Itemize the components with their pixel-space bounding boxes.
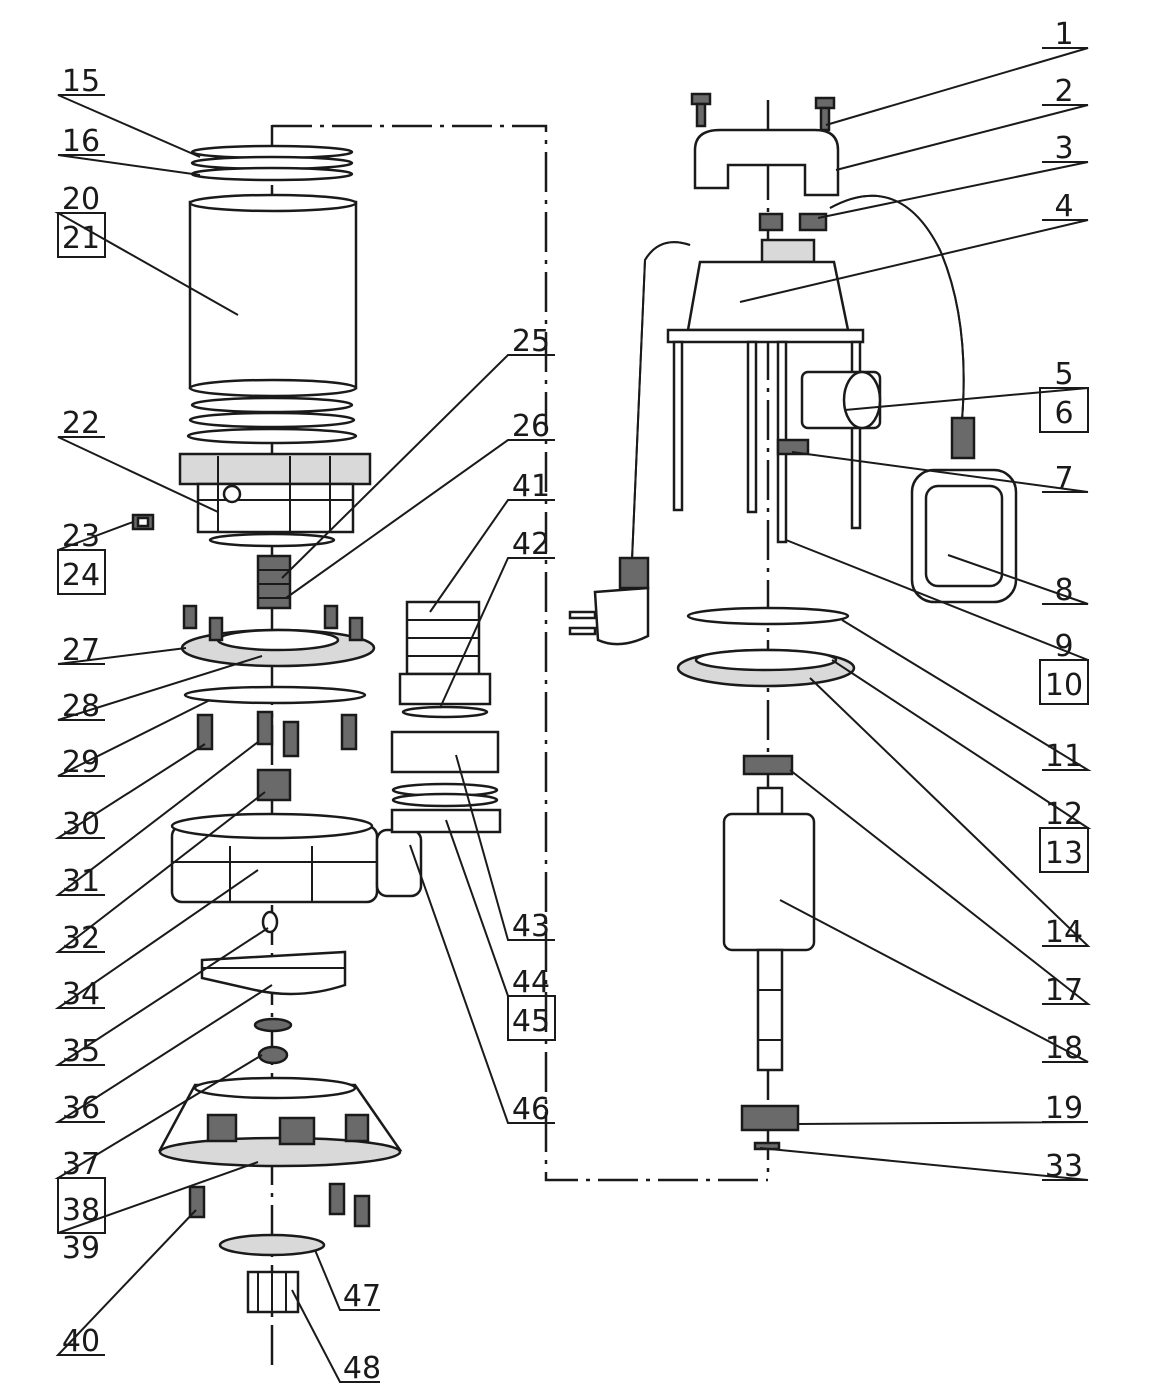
bearing-seat-12-13 [676, 648, 856, 688]
cable-glands-3 [758, 212, 828, 232]
label-17: 17 [1045, 973, 1083, 1008]
seal-rings-15-16 [190, 144, 354, 182]
label-13: 13 [1045, 836, 1083, 871]
label-34: 34 [62, 977, 100, 1012]
label-35: 35 [62, 1034, 100, 1069]
label-12: 12 [1045, 797, 1083, 832]
label-9: 9 [1054, 629, 1073, 664]
capacitor-5-6 [800, 370, 882, 430]
label-36: 36 [62, 1091, 100, 1126]
motor-housing-20 [188, 193, 358, 398]
label-47: 47 [343, 1279, 381, 1314]
pump-base-38-39 [157, 1076, 403, 1168]
label-41: 41 [512, 469, 550, 504]
top-cover-4 [666, 238, 865, 344]
strainer-47-48 [218, 1233, 326, 1314]
label-16: 16 [62, 124, 100, 159]
label-42: 42 [512, 527, 550, 562]
power-cable-and-plug [568, 241, 691, 646]
pump-cover-22 [178, 452, 372, 548]
label-7: 7 [1054, 461, 1073, 496]
label-21: 21 [62, 221, 100, 256]
label-23: 23 [62, 519, 100, 554]
label-20: 20 [62, 182, 100, 217]
label-40: 40 [62, 1324, 100, 1359]
label-10: 10 [1045, 668, 1083, 703]
o-ring-11 [686, 606, 850, 626]
bearing-17 [742, 754, 794, 776]
bearing-19 [740, 1104, 800, 1132]
label-22: 22 [62, 406, 100, 441]
label-45: 45 [512, 1004, 550, 1039]
float-switch-8 [829, 194, 1018, 604]
label-2: 2 [1054, 74, 1073, 109]
handle-2 [693, 128, 840, 197]
label-19: 19 [1045, 1091, 1083, 1126]
mechanical-seal-25-26 [256, 554, 292, 610]
label-14: 14 [1045, 915, 1083, 950]
label-3: 3 [1054, 131, 1073, 166]
label-33: 33 [1045, 1149, 1083, 1184]
label-46: 46 [512, 1092, 550, 1127]
screw-23-24 [131, 513, 155, 531]
screws-1 [690, 92, 836, 132]
label-15: 15 [62, 64, 100, 99]
seal-rings-36-37 [253, 1017, 293, 1065]
pump-body-32 [170, 812, 423, 904]
o-rings-upper-cover [186, 396, 358, 445]
label-4: 4 [1054, 189, 1073, 224]
rotor-18 [722, 786, 816, 1072]
label-24: 24 [62, 558, 100, 593]
label-28: 28 [62, 689, 100, 724]
seal-plate-27-28 [180, 604, 376, 668]
clamp-7 [776, 438, 810, 456]
label-25: 25 [512, 324, 550, 359]
label-1: 1 [1054, 17, 1073, 52]
label-48: 48 [343, 1351, 381, 1386]
label-5: 5 [1054, 357, 1073, 392]
label-44: 44 [512, 965, 550, 1000]
label-11: 11 [1045, 739, 1083, 774]
shaft-seal-31 [256, 768, 292, 802]
nut-34 [261, 910, 279, 934]
impeller-35 [200, 950, 347, 996]
part-labels: 1 2 3 4 5 6 7 8 9 10 11 12 13 14 17 18 1… [62, 17, 1083, 1386]
label-18: 18 [1045, 1031, 1083, 1066]
label-38: 38 [62, 1193, 100, 1228]
bolts-30 [196, 710, 358, 758]
label-43: 43 [512, 909, 550, 944]
base-bolts-40 [188, 1182, 371, 1228]
label-30: 30 [62, 807, 100, 842]
label-29: 29 [62, 745, 100, 780]
label-27: 27 [62, 633, 100, 668]
label-26: 26 [512, 409, 550, 444]
label-boxes [57, 212, 1089, 1234]
label-6: 6 [1054, 396, 1073, 431]
label-8: 8 [1054, 573, 1073, 608]
label-39: 39 [62, 1231, 100, 1266]
o-ring-29 [183, 685, 367, 705]
label-32: 32 [62, 921, 100, 956]
label-37: 37 [62, 1147, 100, 1182]
outlet-fittings-41-46 [390, 600, 502, 834]
label-31: 31 [62, 864, 100, 899]
